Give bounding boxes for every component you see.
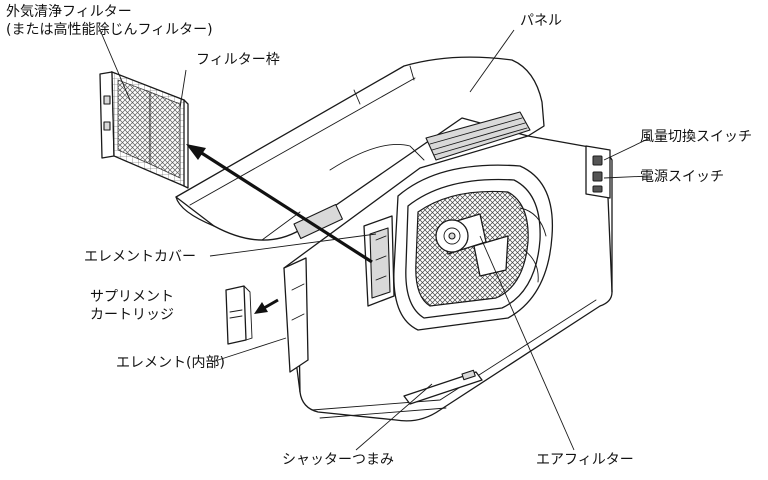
fan-speed-switch-label: 風量切換スイッチ <box>640 129 752 145</box>
leader-lines <box>99 29 651 451</box>
power-switch-label: 電源スイッチ <box>640 169 724 185</box>
air-filter[interactable] <box>415 190 529 307</box>
supplement-cartridge[interactable] <box>225 285 253 345</box>
air-filter-label: エアフィルター <box>536 452 634 468</box>
element-inner-label: エレメント(内部) <box>116 355 225 371</box>
element-inner <box>283 257 309 373</box>
fan-speed-switch[interactable] <box>592 155 603 166</box>
supplement-cartridge-label-2: カートリッジ <box>90 307 174 323</box>
arrow-icon <box>186 144 373 264</box>
element-cover[interactable] <box>363 215 395 307</box>
outside-air-filter[interactable] <box>99 71 189 189</box>
power-switch[interactable] <box>592 171 603 182</box>
filter-frame-label: フィルター枠 <box>196 52 280 68</box>
shutter-knob-area[interactable] <box>403 369 483 405</box>
panel-label: パネル <box>520 13 562 29</box>
outside-air-filter-label: 外気清浄フィルター <box>6 4 132 20</box>
supplement-cartridge-label-1: サプリメント <box>90 289 174 305</box>
shutter-knob-label: シャッターつまみ <box>282 452 394 468</box>
element-cover-label: エレメントカバー <box>84 249 196 265</box>
high-performance-filter-label: (または高性能除じんフィルター) <box>6 22 213 38</box>
arrow-icon <box>254 298 279 314</box>
fan-housing <box>393 164 554 331</box>
top-louver <box>425 111 531 161</box>
